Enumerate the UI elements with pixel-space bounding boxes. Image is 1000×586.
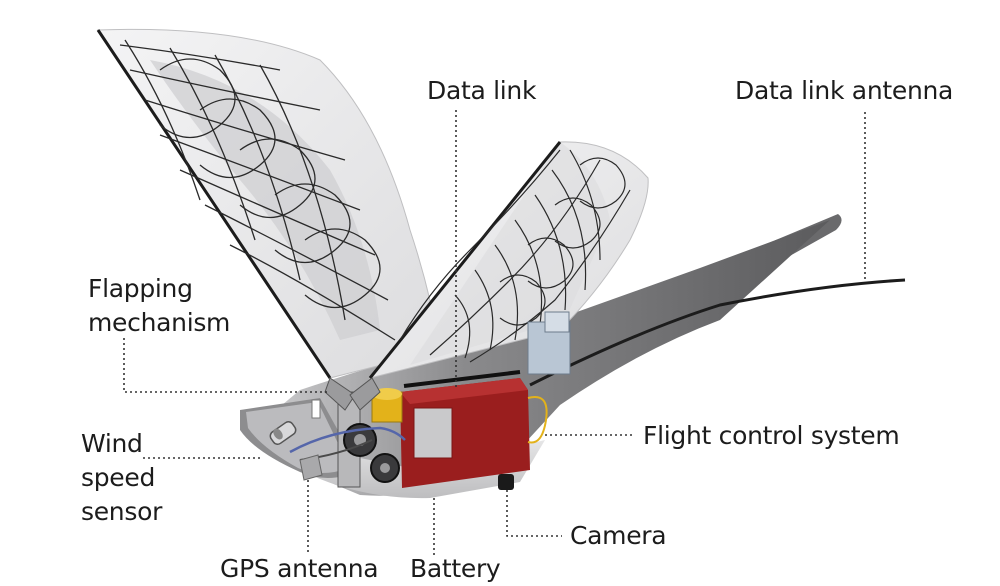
label-flapping-mechanism: Flapping mechanism xyxy=(88,272,230,340)
label-line: Flapping xyxy=(88,274,193,303)
diagram-canvas xyxy=(96,28,906,555)
label-line: sensor xyxy=(81,497,163,526)
gps-antenna-module xyxy=(299,454,323,481)
belly xyxy=(300,440,545,499)
leader-camera xyxy=(506,490,562,537)
data-link-antenna-wire xyxy=(529,278,906,387)
wind-speed-sensor-probe xyxy=(269,421,297,445)
label-line: speed xyxy=(81,463,156,492)
label-flight-control-system: Flight control system xyxy=(643,421,900,450)
left-wing xyxy=(96,28,441,379)
label-gps-antenna: GPS antenna xyxy=(220,554,379,583)
label-camera: Camera xyxy=(570,521,667,550)
label-line: Wind xyxy=(81,429,143,458)
label-line: mechanism xyxy=(88,308,231,337)
leader-flapping-mechanism xyxy=(123,338,330,393)
label-data-link: Data link xyxy=(427,76,537,105)
camera-lens xyxy=(498,474,514,490)
label-battery: Battery xyxy=(410,554,501,583)
flight-control-box xyxy=(400,370,530,488)
robot-bird-diagram: Data link Data link antenna Flapping mec… xyxy=(81,28,954,583)
label-data-link-antenna: Data link antenna xyxy=(735,76,954,105)
label-wind-speed-sensor: Wind speed sensor xyxy=(81,427,162,529)
